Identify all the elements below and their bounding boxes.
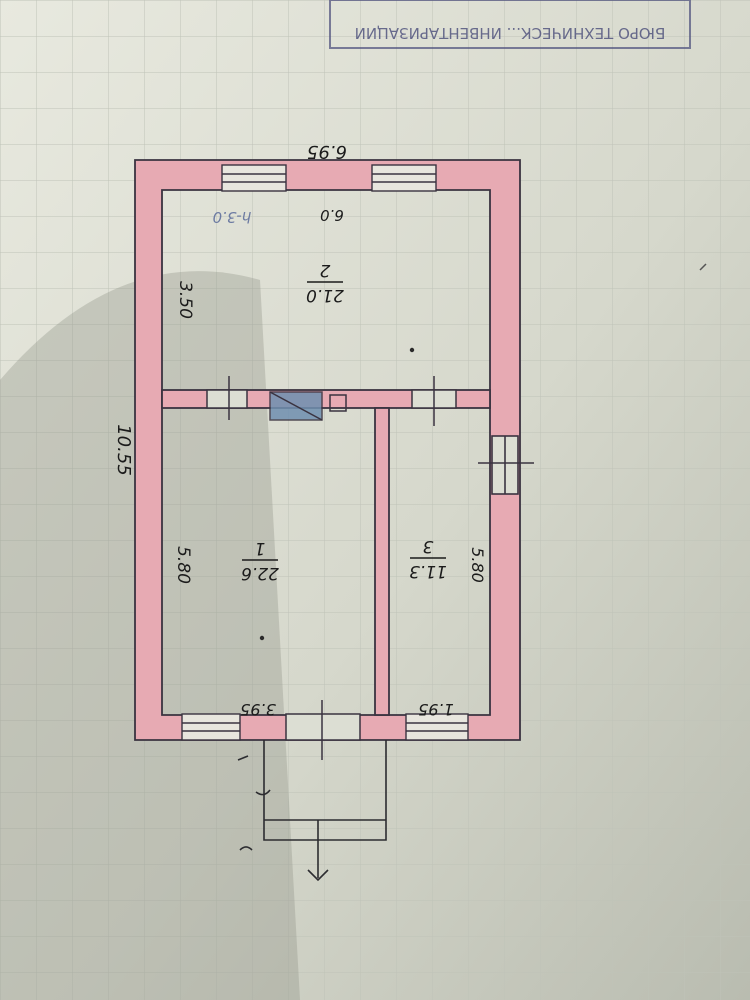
right-entry-door [478,435,534,495]
dim-overall-width: 6.95 [307,141,347,162]
wall-vertical-partition [374,407,390,716]
room-2-area: 21.0 [306,285,344,305]
window-bottom-left [181,713,241,741]
window-top-right [371,164,437,192]
dim-room3-width: 1.95 [418,700,454,719]
window-top-left [221,164,287,192]
stamp-text: БЮРО ТЕХНИЧЕСК... ИНВЕНТАРИЗАЦИИ [355,24,666,42]
dim-room1-width: 3.95 [240,700,276,719]
door-room2-room1 [206,376,248,420]
dim-room1-depth: 5.80 [173,546,193,584]
room-1-area: 22.6 [241,563,279,583]
porch [237,740,387,882]
room-3-number: 3 [423,536,434,556]
dim-overall-length: 10.55 [113,424,134,476]
bureau-stamp: БЮРО ТЕХНИЧЕСК... ИНВЕНТАРИЗАЦИИ [329,0,691,49]
room-2-number: 2 [320,260,331,280]
door-room2-room3 [411,376,457,426]
stove [269,391,347,421]
room-3-area: 11.3 [409,561,447,581]
room-3-label: 11.3 3 [409,536,447,581]
window-bottom-right [405,713,469,741]
front-door [285,700,361,760]
room-1-number: 1 [255,538,266,558]
room-1-label: 22.6 1 [241,538,279,583]
dim-room2-width: 6.0 [320,206,344,224]
dim-room2-depth: 3.50 [175,281,195,319]
room-2-label: 21.0 2 [306,260,344,305]
ink-marks [259,263,707,641]
dim-room3-depth: 5.80 [468,547,487,583]
pencil-note: h-3.0 [213,208,252,226]
